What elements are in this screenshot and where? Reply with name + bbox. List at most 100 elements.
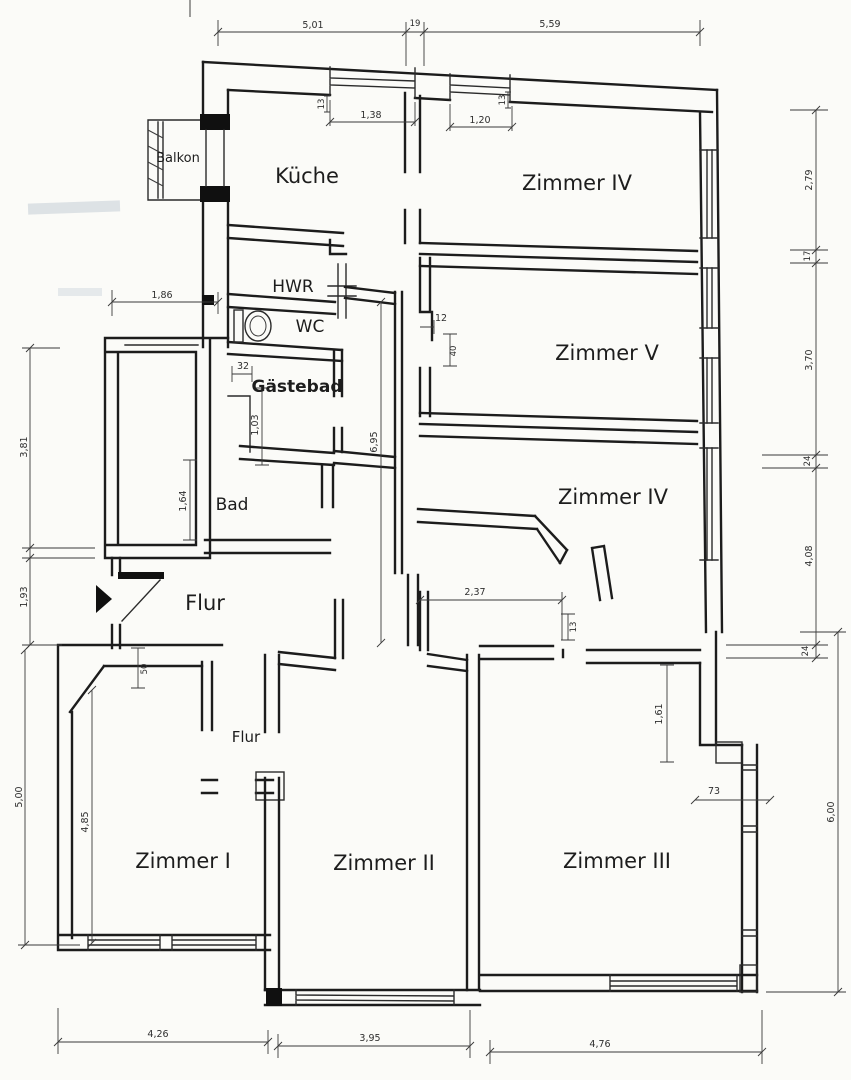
dim-gb-height <box>255 387 269 466</box>
balcony-door-pier-bottom <box>200 186 230 202</box>
room-divider-walls <box>416 241 699 602</box>
zimmer1-door-wall <box>200 778 275 795</box>
wall-hwr-wc <box>226 292 337 316</box>
dimension-lines <box>18 20 846 1064</box>
balcony-door-leaf <box>205 129 225 187</box>
window-top-2 <box>449 73 511 103</box>
zimmer3-corner-pier <box>715 741 743 764</box>
dim-label-left-lower: 5,00 <box>14 786 25 807</box>
room-label-zimmer5: Zimmer V <box>555 341 659 365</box>
dim-label-flur-width: 2,37 <box>464 587 485 598</box>
dim-label-gb-height: 1,03 <box>250 414 261 435</box>
dim-right-chain <box>726 105 828 663</box>
wall-zimmer5-zimmer4mid <box>418 411 699 446</box>
wall-gaestebad-bad <box>238 444 397 470</box>
dim-flur-width <box>415 592 567 640</box>
dim-label-win1-depth: 13 <box>317 99 327 110</box>
zimmer3-south-corner <box>739 964 758 993</box>
dim-label-left-upper: 3,81 <box>19 436 30 457</box>
room-label-kueche: Küche <box>275 164 339 188</box>
dim-bottom-mid <box>273 1010 475 1058</box>
room-label-hwr: HWR <box>272 277 314 297</box>
scan-artifacts <box>27 0 191 296</box>
corridor-walls <box>96 556 469 673</box>
room-label-flur-lower: Flur <box>232 728 261 746</box>
zimmer1-outline <box>56 643 272 952</box>
room-label-flur-upper: Flur <box>185 591 225 615</box>
dim-label-z5-jamb: 12 <box>435 313 447 324</box>
wall-zimmer1-zimmer2 <box>263 653 281 992</box>
dim-label-z5-door: 40 <box>449 346 459 357</box>
dim-z5-jamb <box>420 320 435 334</box>
dim-z5-door <box>443 333 457 367</box>
east-windows <box>699 149 719 561</box>
dim-z3-width <box>690 795 775 805</box>
zimmer2-south-wall <box>263 988 482 1007</box>
zimmer23-walls <box>263 630 759 1007</box>
room-label-zimmer4-mid: Zimmer IV <box>558 485 669 509</box>
zimmer3-east-window-wall <box>740 743 759 994</box>
room-label-wc: WC <box>296 317 325 337</box>
wall-east-upper <box>698 88 724 634</box>
dim-gb-width <box>231 366 253 382</box>
window-top-1 <box>329 66 416 99</box>
dim-z1-height <box>87 685 97 948</box>
dim-label-top-left: 5,01 <box>302 20 323 31</box>
dim-label-z1-height: 4,85 <box>80 811 91 832</box>
zimmer3-north-wall <box>478 644 702 665</box>
dim-label-bottom-right: 4,76 <box>589 1039 610 1050</box>
wall-entrance-west <box>110 556 122 650</box>
wall-zimmer5-west <box>418 256 434 418</box>
wall-bad-south <box>203 538 332 555</box>
wall-west-upper <box>201 60 230 349</box>
dim-left-corridor <box>107 290 223 316</box>
dim-label-hall-height: 6,95 <box>369 431 380 452</box>
room-label-bad: Bad <box>216 495 249 515</box>
zimmer3-east-window-mullions <box>741 764 758 937</box>
wall-flur-south <box>277 650 469 673</box>
dim-label-right-4: 24 <box>803 456 813 467</box>
dim-hall-height <box>376 297 386 648</box>
jamb-hall-south <box>406 573 420 647</box>
room-label-balkon: Balkon <box>156 151 200 166</box>
flur-door-jambs <box>333 590 430 660</box>
wall-gaestebad-east <box>332 348 344 454</box>
room-label-zimmer3: Zimmer III <box>563 849 671 873</box>
toilet-icon <box>233 309 272 343</box>
zimmer1-walls <box>56 643 285 952</box>
outer-walls <box>201 60 724 634</box>
dim-label-right-overall: 6,00 <box>826 801 837 822</box>
zimmer1-door-jamb <box>200 660 214 732</box>
dim-right-600 <box>766 627 846 997</box>
wall-hall-east <box>393 290 404 575</box>
dim-label-right-5: 4,08 <box>804 545 815 566</box>
dim-label-top-pier: 19 <box>410 19 421 29</box>
room-label-zimmer1: Zimmer I <box>135 849 231 873</box>
wall-wc-gaestebad <box>226 340 344 363</box>
window-piers-east <box>699 149 719 561</box>
wall-junction-cross <box>327 263 357 319</box>
labels: Balkon Küche Zimmer IV HWR WC Zimmer V G… <box>14 19 837 1050</box>
entrance-door-swing <box>121 579 161 622</box>
wall-kueche-east <box>403 91 422 245</box>
dim-label-bottom-mid: 3,95 <box>359 1033 380 1044</box>
room-label-gaestebad: Gästebad <box>251 377 342 397</box>
dim-top-chain <box>213 20 705 66</box>
dim-label-bad-height: 1,64 <box>178 490 189 511</box>
balcony <box>147 114 230 202</box>
dim-window1 <box>325 100 420 127</box>
zimmer3-south-window <box>609 974 738 992</box>
dim-label-win2: 1,20 <box>469 115 490 126</box>
dim-bottom-right <box>485 1010 767 1064</box>
hall-walls <box>343 256 434 647</box>
balcony-outline <box>147 119 229 201</box>
dim-label-win2-depth: 13 <box>498 95 508 106</box>
wall-hall-north <box>343 285 397 306</box>
dim-label-right-6: 24 <box>801 646 811 657</box>
wall-pier-wc <box>202 295 214 305</box>
dim-label-flur-step: 13 <box>569 622 579 633</box>
zimmer1-door-notch <box>255 771 285 801</box>
extension-walls <box>103 336 230 560</box>
wall-kueche-hwr <box>226 223 348 256</box>
dim-label-bottom-left: 4,26 <box>147 1029 168 1040</box>
